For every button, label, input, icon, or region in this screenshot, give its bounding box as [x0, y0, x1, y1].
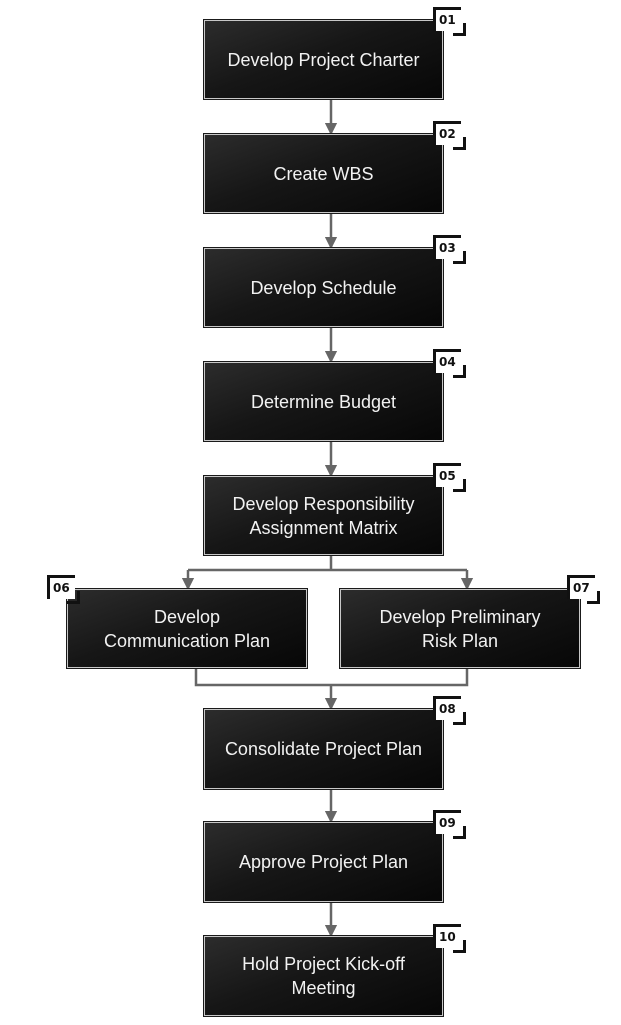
step-determine-budget: Determine Budget: [204, 362, 443, 441]
step-approve-project-plan: Approve Project Plan: [204, 822, 443, 902]
merge-connector: [194, 667, 469, 687]
step-number-badge: 02: [433, 121, 466, 150]
step-number-badge: 06: [47, 575, 80, 604]
step-develop-project-charter: Develop Project Charter: [204, 20, 443, 99]
step-develop-schedule: Develop Schedule: [204, 248, 443, 327]
step-number-badge: 05: [433, 463, 466, 492]
split-connector: [188, 544, 467, 572]
step-label: Consolidate Project Plan: [224, 739, 423, 759]
step-number-badge: 07: [567, 575, 600, 604]
step-label: Develop Schedule: [250, 277, 397, 298]
step-consolidate-project-plan: Consolidate Project Plan: [204, 709, 443, 789]
step-number-badge: 01: [433, 7, 466, 36]
step-label: Develop Project Charter: [227, 49, 420, 70]
step-number-badge: 09: [433, 810, 466, 839]
step-create-wbs: Create WBS: [204, 134, 443, 213]
step-label: Approve Project Plan: [238, 852, 409, 872]
step-number-badge: 04: [433, 349, 466, 378]
step-number-badge: 03: [433, 235, 466, 264]
step-label: Determine Budget: [250, 391, 397, 412]
step-label: Create WBS: [273, 163, 374, 184]
step-number-badge: 08: [433, 696, 466, 725]
step-number-badge: 10: [433, 924, 466, 953]
